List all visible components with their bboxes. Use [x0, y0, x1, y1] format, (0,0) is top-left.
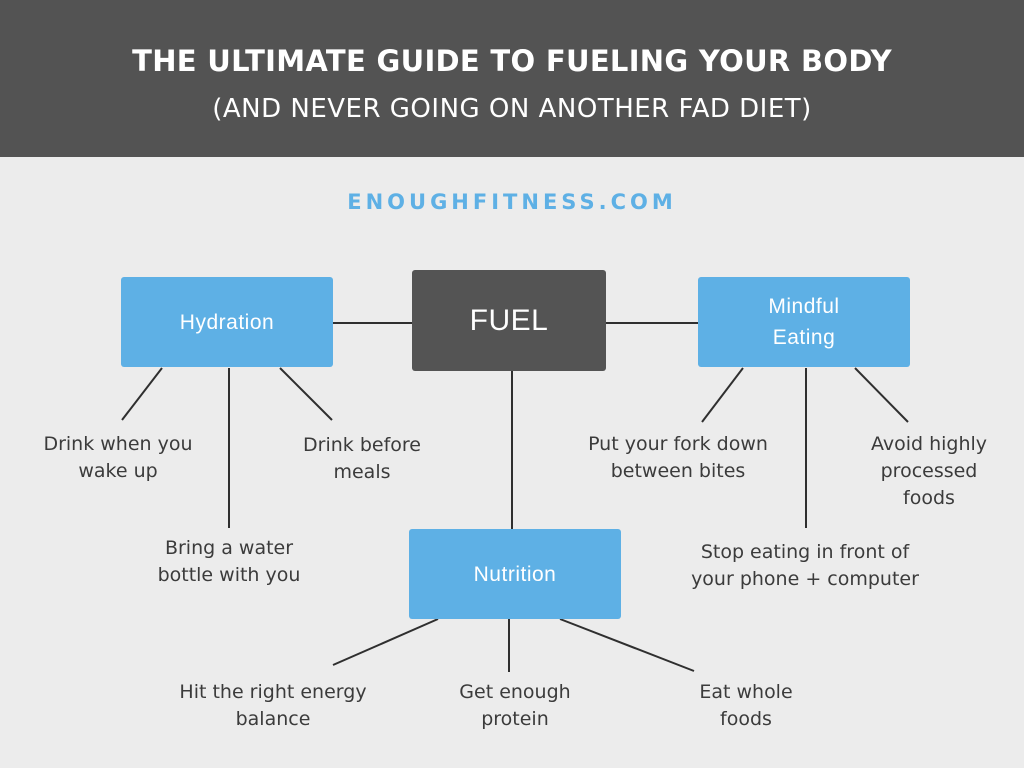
link-mindful-item-1 [701, 367, 744, 423]
link-hydration-item-1 [121, 367, 163, 421]
header-banner: THE ULTIMATE GUIDE TO FUELING YOUR BODY … [0, 0, 1024, 157]
nutrition-box: Nutrition [409, 529, 621, 619]
website-label: ENOUGHFITNESS.COM [347, 190, 677, 214]
nutrition-label: Nutrition [473, 562, 557, 586]
mindful-eating-label: Mindful Eating [768, 295, 840, 349]
page-subtitle: (AND NEVER GOING ON ANOTHER FAD DIET) [212, 94, 812, 124]
link-nutrition-item-3 [559, 618, 695, 672]
hydration-box: Hydration [121, 277, 333, 367]
hydration-item: Drink when you wake up [43, 433, 193, 482]
page-title: THE ULTIMATE GUIDE TO FUELING YOUR BODY [132, 44, 892, 78]
nutrition-item: Eat whole foods [699, 681, 793, 730]
link-mindful-item-3 [854, 367, 909, 423]
mindful-eating-item: Put your fork down between bites [588, 433, 768, 482]
hydration-label: Hydration [179, 310, 275, 334]
link-nutrition-item-1 [332, 618, 439, 666]
mindful-eating-box: Mindful Eating [698, 277, 910, 367]
fuel-label: FUEL [469, 303, 549, 337]
mindful-eating-item: Avoid highly processed foods [870, 433, 988, 509]
hydration-item: Bring a water bottle with you [157, 537, 301, 586]
nutrition-item: Get enough protein [459, 681, 571, 730]
fuel-box: FUEL [412, 270, 606, 371]
hydration-item: Drink before meals [303, 434, 421, 483]
mindful-eating-item: Stop eating in front of your phone + com… [691, 541, 919, 590]
link-hydration-item-3 [279, 367, 333, 421]
nutrition-item: Hit the right energy balance [179, 681, 367, 730]
